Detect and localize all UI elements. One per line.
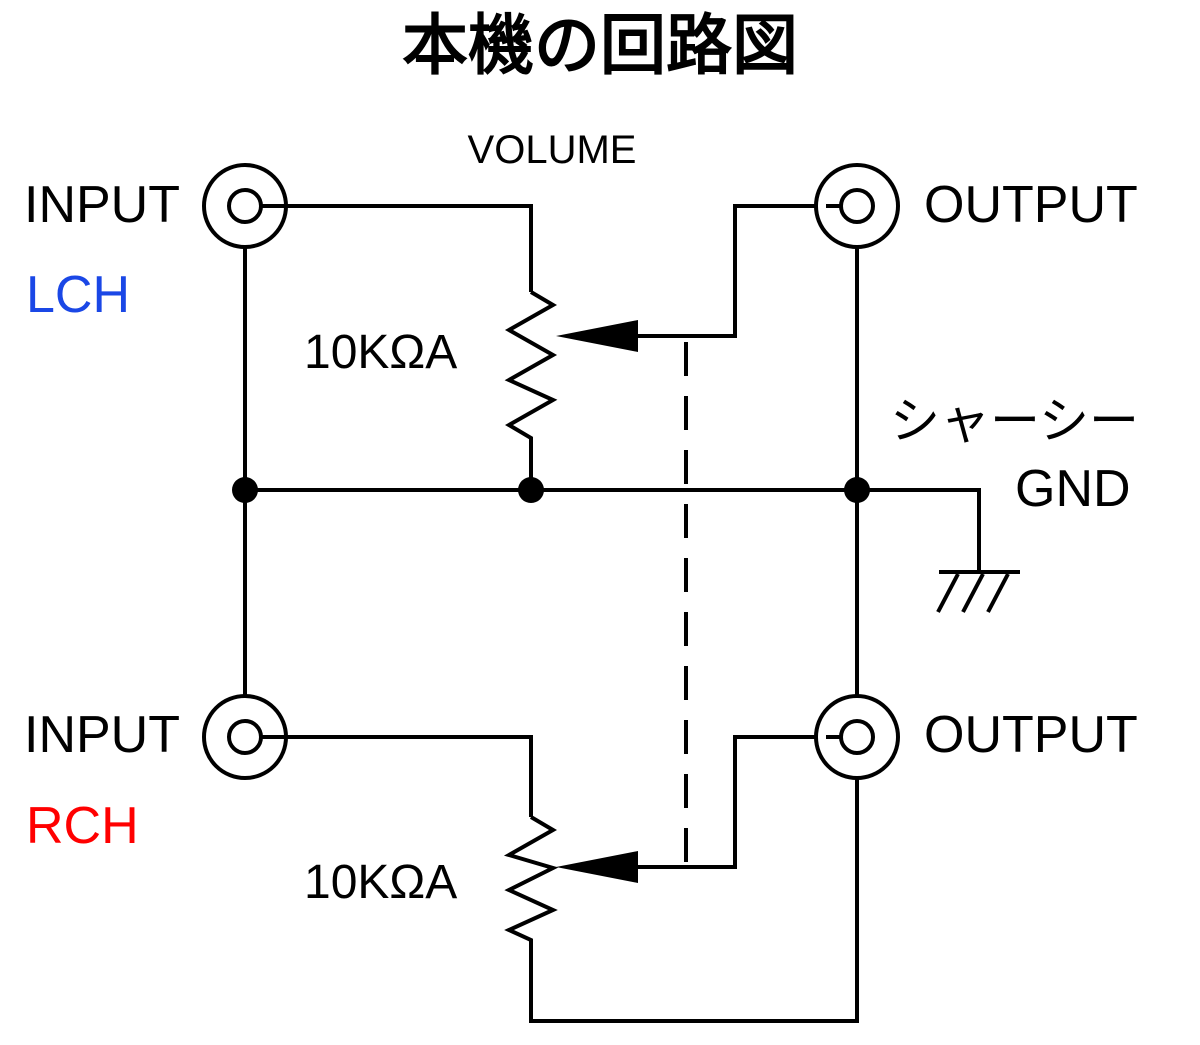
diagram-title: 本機の回路図 bbox=[402, 8, 798, 82]
gnd-label: GND bbox=[1015, 460, 1131, 518]
rch-input-label: INPUT bbox=[24, 706, 180, 764]
left-channel: INPUT LCH 10KΩA OUTPUT bbox=[24, 163, 1138, 490]
lch-output-label: OUTPUT bbox=[924, 176, 1138, 234]
lch-pot-value: 10KΩA bbox=[304, 326, 457, 379]
junction-node bbox=[232, 477, 258, 503]
ground-bus bbox=[245, 488, 981, 572]
rch-wiper-arrow-icon bbox=[556, 851, 638, 883]
lch-label: LCH bbox=[26, 266, 130, 324]
junction-node bbox=[844, 477, 870, 503]
rch-output-label: OUTPUT bbox=[924, 706, 1138, 764]
rch-input-wire bbox=[261, 735, 533, 817]
lch-input-wire bbox=[261, 204, 533, 292]
rch-potentiometer-icon bbox=[503, 778, 859, 1023]
rch-label: RCH bbox=[26, 797, 139, 855]
lch-wiper-arrow-icon bbox=[556, 320, 638, 352]
volume-label: VOLUME bbox=[468, 128, 637, 172]
lch-potentiometer-icon bbox=[504, 290, 558, 490]
lch-input-label: INPUT bbox=[24, 176, 180, 234]
rch-wiper-wire bbox=[636, 735, 826, 869]
chassis-ground-icon bbox=[936, 570, 1020, 613]
rch-output-jack-icon bbox=[814, 694, 900, 780]
chassis-label: シャーシー bbox=[890, 393, 1139, 449]
lch-wiper-wire bbox=[636, 204, 826, 338]
rch-pot-value: 10KΩA bbox=[304, 856, 457, 909]
right-channel: INPUT RCH 10KΩA OUTPUT bbox=[24, 694, 1138, 1023]
junction-node bbox=[518, 477, 544, 503]
